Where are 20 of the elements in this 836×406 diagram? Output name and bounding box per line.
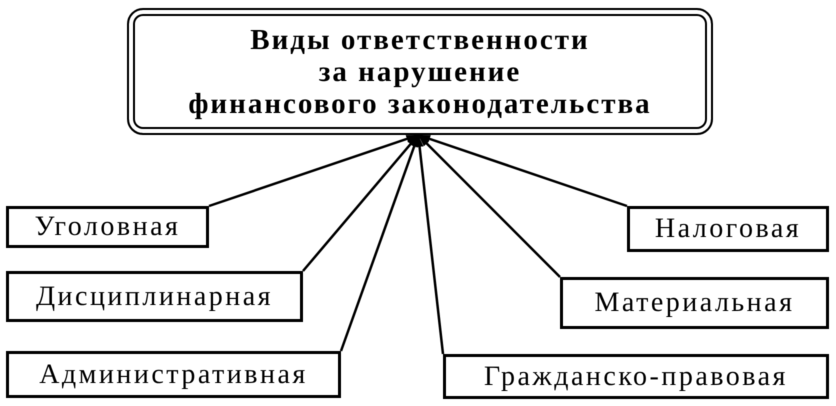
category-label: Дисциплинарная — [36, 280, 274, 312]
arrow — [340, 134, 420, 352]
category-label: Материальная — [594, 287, 794, 319]
arrow — [418, 134, 628, 208]
arrow — [417, 134, 561, 278]
category-box — [6, 351, 341, 398]
category-box — [627, 206, 829, 252]
arrow — [302, 134, 420, 272]
category-box — [6, 206, 209, 248]
category-label: Гражданско-правовая — [484, 360, 788, 392]
category-label: Административная — [39, 358, 308, 390]
category-label: Уголовная — [34, 211, 180, 243]
category-label: Налоговая — [654, 213, 802, 245]
title-box — [127, 8, 713, 135]
category-box — [6, 271, 303, 322]
title-text: Виды ответственности за нарушение финансового законодательства — [188, 24, 652, 120]
arrow — [208, 134, 419, 208]
category-box — [560, 277, 829, 329]
category-box — [443, 354, 829, 399]
arrow — [416, 134, 444, 354]
